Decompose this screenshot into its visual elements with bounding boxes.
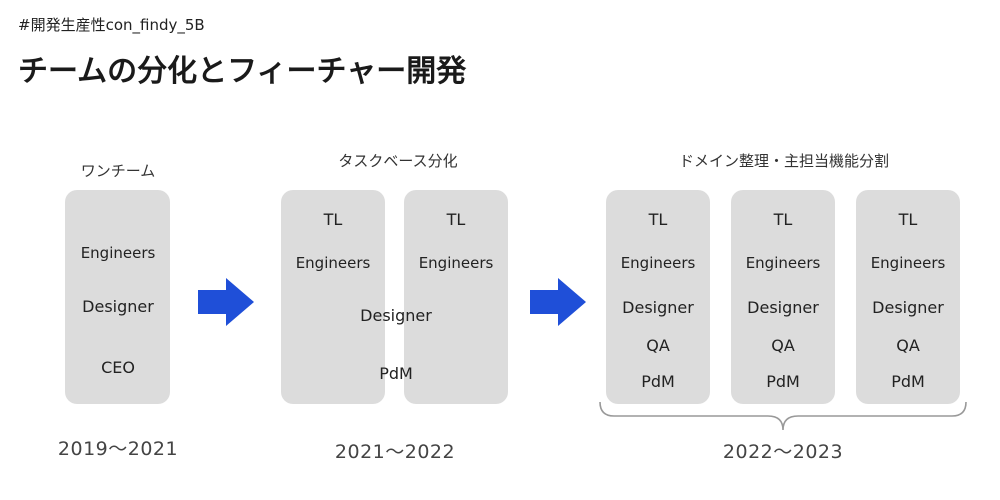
role-pdm: PdM xyxy=(766,372,800,391)
role-tl: TL xyxy=(898,210,918,229)
stage-label-domain: ドメイン整理・主担当機能分割 xyxy=(678,152,889,170)
role-engineers: Engineers xyxy=(870,254,946,272)
arrow-right-icon xyxy=(198,278,254,326)
role-designer: Designer xyxy=(872,298,944,317)
team-box-domain-1 xyxy=(606,190,710,404)
role-engineers: Engineers xyxy=(620,254,696,272)
stage-label-one-team: ワンチーム xyxy=(80,162,156,180)
team-box-one-team xyxy=(65,190,170,404)
team-box-domain-2 xyxy=(731,190,835,404)
role-engineers: Engineers xyxy=(418,254,494,272)
role-qa: QA xyxy=(646,336,670,355)
role-qa: QA xyxy=(896,336,920,355)
role-engineers: Engineers xyxy=(80,244,156,262)
role-tl: TL xyxy=(648,210,668,229)
period-label: 2022～2023 xyxy=(722,441,844,463)
role-tl: TL xyxy=(773,210,793,229)
role-pdm-shared: PdM xyxy=(379,364,413,383)
curly-brace-icon xyxy=(599,401,967,431)
role-qa: QA xyxy=(771,336,795,355)
role-pdm: PdM xyxy=(641,372,675,391)
role-ceo: CEO xyxy=(101,358,135,377)
team-box-domain-3 xyxy=(856,190,960,404)
arrow-right-icon xyxy=(530,278,586,326)
role-tl: TL xyxy=(323,210,343,229)
role-engineers: Engineers xyxy=(295,254,371,272)
team-box-task-1 xyxy=(281,190,385,404)
role-designer: Designer xyxy=(82,297,154,316)
role-tl: TL xyxy=(446,210,466,229)
period-label: 2019～2021 xyxy=(57,438,179,460)
page-title: チームの分化とフィーチャー開発 xyxy=(18,54,467,89)
team-box-task-2 xyxy=(404,190,508,404)
hashtag: #開発生産性con_findy_5B xyxy=(18,16,205,34)
role-designer: Designer xyxy=(747,298,819,317)
role-designer: Designer xyxy=(622,298,694,317)
role-designer-shared: Designer xyxy=(360,306,432,325)
stage-label-task-based: タスクベース分化 xyxy=(338,152,458,170)
role-pdm: PdM xyxy=(891,372,925,391)
period-label: 2021～2022 xyxy=(334,441,456,463)
role-engineers: Engineers xyxy=(745,254,821,272)
